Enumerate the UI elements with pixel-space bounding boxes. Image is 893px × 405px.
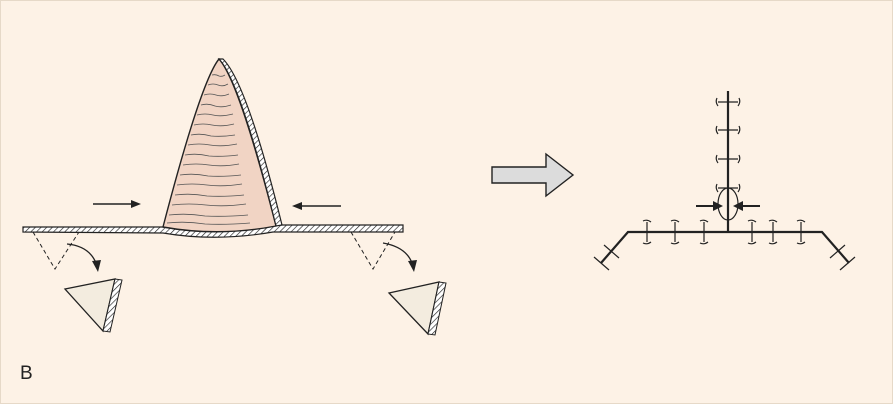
excised-wedge-left	[63, 278, 123, 333]
curved-arrow-right	[382, 242, 417, 272]
transition-arrow	[491, 152, 575, 198]
suture-marks	[593, 97, 856, 271]
pressure-arrow-right	[292, 202, 341, 210]
pre-closure-illustration	[22, 57, 447, 336]
tissue-cone	[162, 57, 283, 233]
excision-outline-left	[32, 231, 80, 270]
sutured-closure-illustration	[593, 91, 856, 271]
excision-outline-right	[350, 231, 396, 270]
closure-force-arrows	[696, 201, 760, 211]
curved-arrow-left	[66, 243, 101, 272]
tissue-texture-lines	[166, 74, 251, 225]
closure-lines	[600, 91, 850, 264]
pressure-arrow-left	[93, 200, 141, 208]
panel-label: B	[20, 363, 33, 384]
excised-wedge-right	[387, 281, 447, 336]
